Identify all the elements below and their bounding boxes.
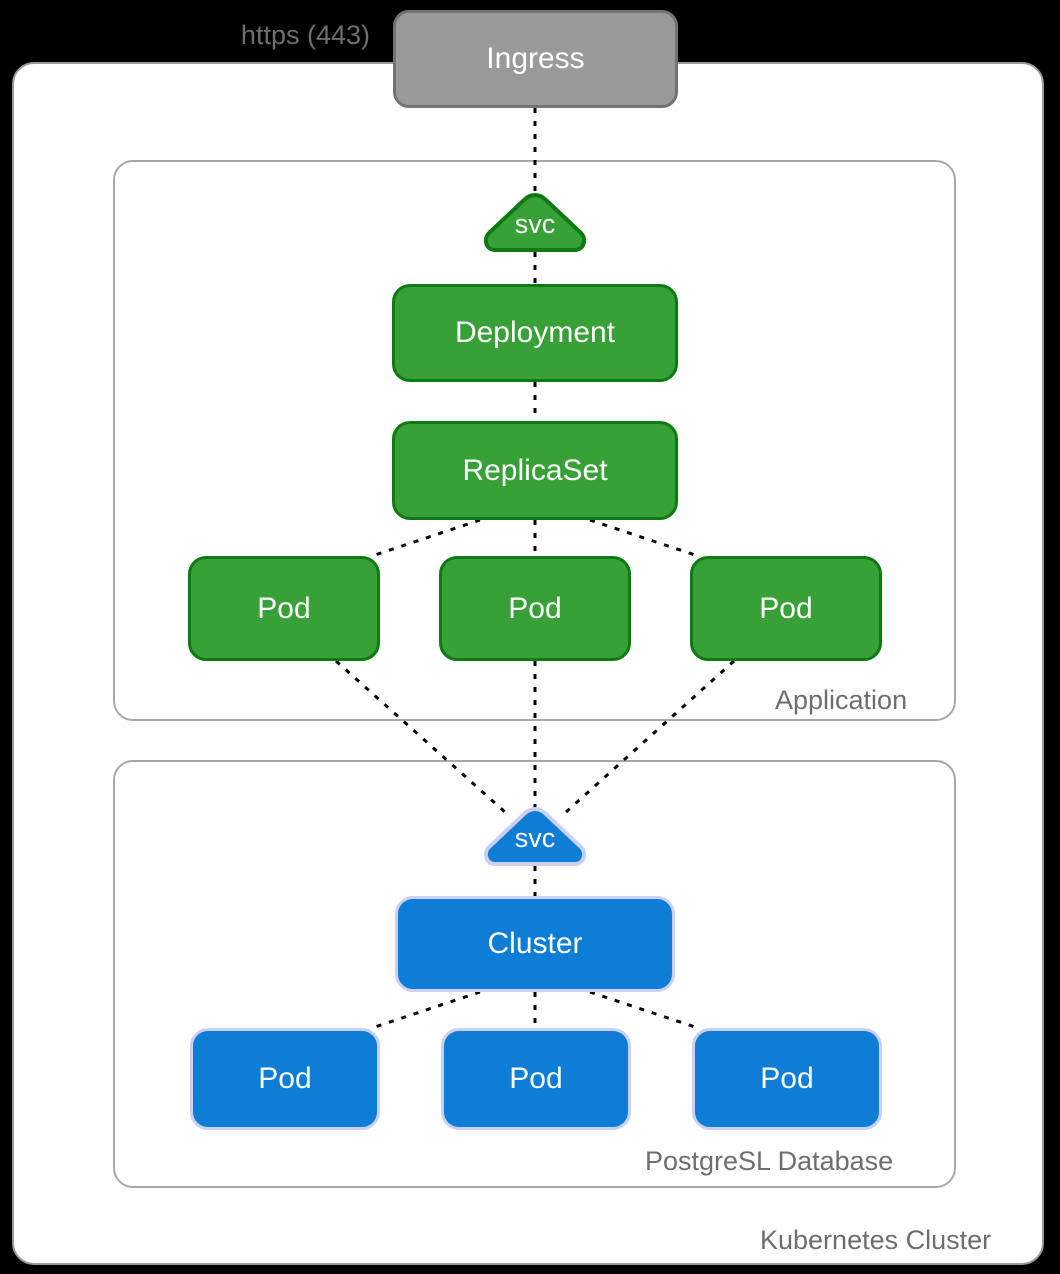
node-application-pod-3-label: Pod <box>759 591 813 625</box>
node-database-pod-1[interactable]: Pod <box>190 1028 380 1130</box>
node-database-pod-3-label: Pod <box>760 1062 814 1095</box>
node-deployment[interactable]: Deployment <box>392 284 678 382</box>
node-application-pod-3[interactable]: Pod <box>690 556 882 661</box>
node-ingress[interactable]: Ingress <box>393 10 678 108</box>
application-group-label: Application <box>775 685 908 715</box>
svc-pentagon-shape <box>483 193 587 252</box>
node-database-cluster[interactable]: Cluster <box>395 896 675 992</box>
svc-pentagon-shape <box>483 807 587 866</box>
node-replicaset[interactable]: ReplicaSet <box>392 421 678 520</box>
node-database-pod-2-label: Pod <box>509 1062 563 1095</box>
kubernetes-cluster-label: Kubernetes Cluster <box>760 1225 992 1255</box>
node-database-pod-3[interactable]: Pod <box>692 1028 882 1130</box>
node-deployment-label: Deployment <box>454 316 616 349</box>
node-application-pod-1-label: Pod <box>257 591 311 625</box>
node-application-pod-2[interactable]: Pod <box>439 556 631 661</box>
node-application-pod-1[interactable]: Pod <box>188 556 380 661</box>
database-group-label: PostgreSL Database <box>645 1146 894 1176</box>
node-database-svc[interactable]: svc <box>480 807 590 866</box>
node-application-pod-2-label: Pod <box>508 591 562 625</box>
node-ingress-label: Ingress <box>486 42 585 75</box>
node-database-cluster-label: Cluster <box>487 927 583 960</box>
node-database-pod-2[interactable]: Pod <box>441 1028 631 1130</box>
https-port-label: https (443) <box>240 20 370 50</box>
node-replicaset-label: ReplicaSet <box>462 453 608 487</box>
node-database-pod-1-label: Pod <box>258 1062 312 1095</box>
node-application-svc[interactable]: svc <box>480 193 590 252</box>
